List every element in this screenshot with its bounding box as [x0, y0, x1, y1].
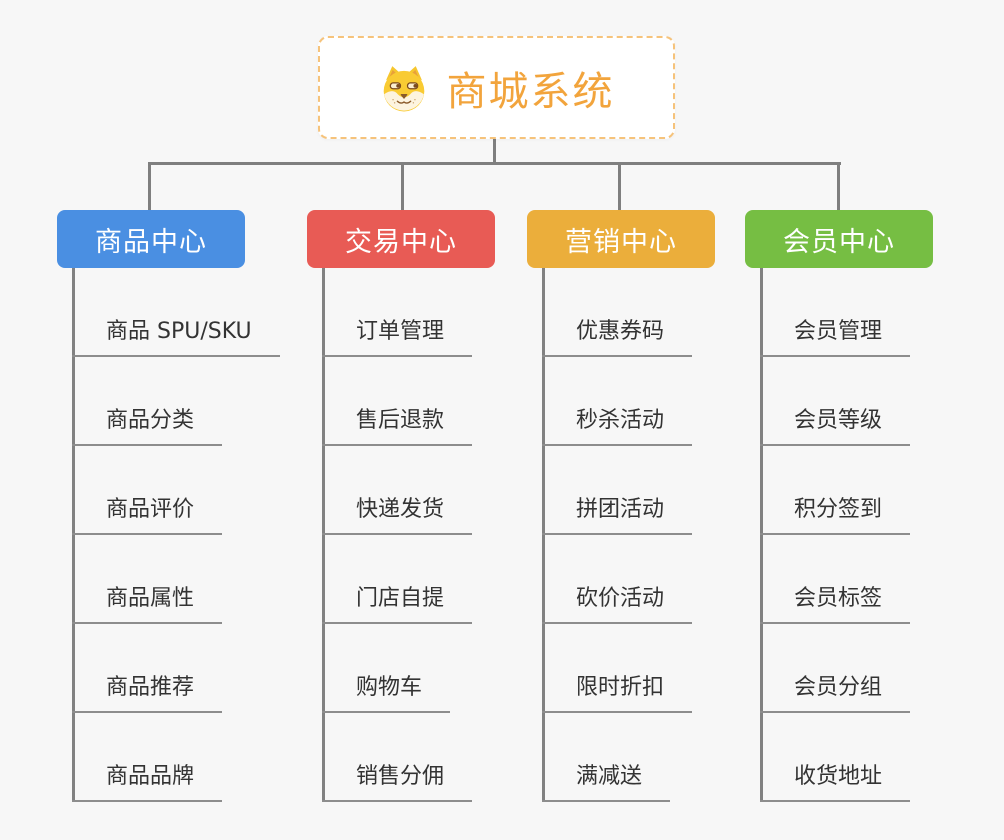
dog-face-icon [383, 65, 424, 111]
branch-marketing-center: 营销中心 优惠券码 秒杀活动 拼团活动 砍价活动 限时折扣 满减送 [527, 210, 757, 810]
branch-label: 交易中心 [345, 226, 457, 258]
branch-label: 营销中心 [565, 226, 677, 258]
branch-drop-line [147, 162, 151, 210]
branch-label: 商品中心 [95, 226, 207, 258]
sub-topic[interactable]: 会员等级 [760, 406, 911, 446]
sub-topic[interactable]: 商品 SPU/SKU [72, 317, 280, 357]
sub-topic[interactable]: 会员标签 [760, 584, 911, 624]
sub-topic[interactable]: 商品分类 [72, 406, 223, 446]
root-topic-node[interactable]: 商城系统 [318, 36, 675, 139]
sub-topic[interactable]: 优惠券码 [542, 317, 693, 357]
sub-topic[interactable]: 会员管理 [760, 317, 911, 357]
branch-drop-line [837, 162, 840, 210]
sub-topic[interactable]: 秒杀活动 [542, 406, 693, 446]
branch-member-center: 会员中心 会员管理 会员等级 积分签到 会员标签 会员分组 收货地址 [745, 210, 975, 810]
sub-topic[interactable]: 会员分组 [760, 673, 911, 713]
branch-node-trade-center[interactable]: 交易中心 [307, 210, 495, 268]
sub-topic[interactable]: 快递发货 [322, 495, 473, 535]
branch-node-product-center[interactable]: 商品中心 [57, 210, 245, 268]
horizontal-rail-line [147, 162, 841, 165]
branch-trade-center: 交易中心 订单管理 售后退款 快递发货 门店自提 购物车 销售分佣 [307, 210, 537, 810]
branch-drop-line [618, 162, 621, 210]
sub-topic[interactable]: 砍价活动 [542, 584, 693, 624]
sub-topic[interactable]: 商品属性 [72, 584, 223, 624]
branch-product-center: 商品中心 商品 SPU/SKU 商品分类 商品评价 商品属性 商品推荐 商品品牌 [57, 210, 287, 810]
sub-topic[interactable]: 销售分佣 [322, 762, 473, 802]
sub-topic[interactable]: 积分签到 [760, 495, 911, 535]
sub-topic[interactable]: 购物车 [322, 673, 451, 713]
sub-topic[interactable]: 满减送 [542, 762, 671, 802]
branch-drop-line [400, 162, 404, 210]
branch-node-marketing-center[interactable]: 营销中心 [527, 210, 715, 268]
sub-topic[interactable]: 商品品牌 [72, 762, 223, 802]
root-connector-line [492, 139, 496, 163]
sub-topic[interactable]: 订单管理 [322, 317, 473, 357]
branch-node-member-center[interactable]: 会员中心 [745, 210, 933, 268]
sub-topic[interactable]: 门店自提 [322, 584, 473, 624]
sub-topic[interactable]: 商品评价 [72, 495, 223, 535]
sub-topic[interactable]: 限时折扣 [542, 673, 693, 713]
branch-label: 会员中心 [783, 226, 895, 258]
sub-topic[interactable]: 收货地址 [760, 762, 911, 802]
sub-topic[interactable]: 商品推荐 [72, 673, 223, 713]
sub-topic[interactable]: 售后退款 [322, 406, 473, 446]
root-topic-label: 商城系统 [446, 68, 615, 115]
sub-topic[interactable]: 拼团活动 [542, 495, 693, 535]
